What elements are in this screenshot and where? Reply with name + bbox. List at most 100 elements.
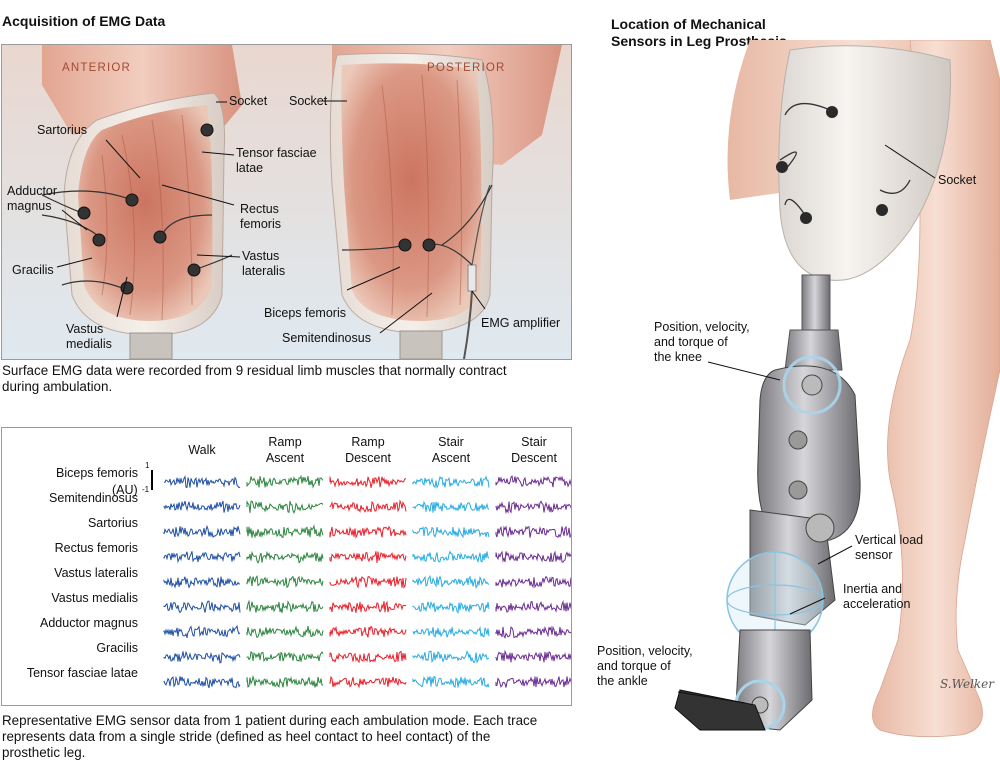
emg-trace — [163, 650, 241, 664]
emg-trace — [329, 499, 407, 513]
prosthesis-illustration — [674, 40, 1000, 738]
emg-trace — [163, 475, 241, 489]
emg-trace — [246, 674, 323, 688]
emg-trace — [412, 600, 490, 614]
emg-traces — [163, 474, 571, 689]
emg-trace — [412, 574, 490, 589]
electrode-vastus-lateralis — [187, 263, 201, 277]
emg-trace — [412, 525, 490, 539]
ankle-sensor-label: Position, velocity, and torque of the an… — [597, 644, 693, 688]
socket-label-prosthesis: Socket — [938, 173, 977, 187]
socket-label-anterior: Socket — [229, 94, 268, 108]
biceps-label: Biceps femoris — [264, 306, 346, 320]
electrode-adductor — [77, 206, 91, 220]
emg-trace — [163, 600, 241, 614]
posterior-label: POSTERIOR — [427, 62, 506, 74]
emg-trace — [163, 551, 241, 564]
muscle-row-label: Sartorius — [87, 516, 138, 530]
artist-signature: S.Welker — [940, 677, 995, 691]
scale-top: 1 — [145, 461, 150, 470]
electrode-biceps — [398, 238, 412, 252]
emg-amplifier-label: EMG amplifier — [481, 316, 561, 330]
electrode-adductor-2 — [92, 233, 106, 247]
muscle-row-label: Semitendinosus — [49, 491, 138, 505]
emg-trace — [246, 625, 324, 639]
emg-trace — [246, 550, 324, 564]
emg-trace — [412, 500, 490, 513]
muscle-row-label: Vastus lateralis — [54, 566, 138, 580]
sartorius-label: Sartorius — [37, 123, 88, 137]
socket-label-posterior: Socket — [289, 94, 328, 108]
emg-trace — [329, 525, 407, 539]
electrode-rectus — [153, 230, 167, 244]
emg-trace — [412, 550, 490, 564]
semitendinosus-label: Semitendinosus — [282, 331, 371, 345]
emg-trace — [163, 524, 241, 539]
electrode-semitendinosus — [422, 238, 436, 252]
muscle-row-label: Tensor fasciae latae — [26, 666, 138, 680]
knee-sensor-label: Position, velocity, and torque of the kn… — [654, 320, 750, 364]
gracilis-label: Gracilis — [12, 263, 54, 277]
vastus-medialis-label: Vastus medialis — [66, 322, 112, 351]
emg-trace — [495, 625, 571, 639]
emg-trace — [329, 600, 407, 613]
anterior-label: ANTERIOR — [62, 62, 132, 74]
muscle-row-label: Biceps femoris — [56, 466, 138, 480]
emg-trace — [495, 550, 571, 563]
emg-trace — [412, 650, 489, 664]
muscle-row-label: Rectus femoris — [54, 541, 138, 555]
electrode-sartorius — [125, 193, 139, 207]
emg-trace — [246, 650, 324, 663]
emg-trace — [329, 625, 407, 638]
emg-traces-caption: Representative EMG sensor data from 1 pa… — [2, 713, 538, 760]
emg-trace — [412, 625, 490, 638]
adductor-label: Adductor magnus — [7, 184, 58, 213]
muscle-row-label: Vastus medialis — [51, 591, 138, 605]
emg-acquisition-title: Acquisition of EMG Data — [2, 13, 166, 29]
emg-acquisition-caption: Surface EMG data were recorded from 9 re… — [2, 363, 507, 394]
scale-bottom: -1 — [142, 485, 150, 494]
scale-bar — [151, 470, 153, 490]
mode-header: Walk — [188, 443, 216, 457]
emg-trace — [163, 500, 241, 513]
emg-trace — [329, 675, 407, 689]
emg-trace — [329, 575, 407, 589]
sensors-title: Location of Mechanical Sensors in Leg Pr… — [611, 16, 787, 49]
muscle-row-label: Gracilis — [96, 641, 138, 655]
emg-trace — [163, 576, 241, 589]
emg-trace — [246, 599, 324, 614]
emg-trace — [163, 624, 241, 638]
emg-trace — [163, 675, 241, 689]
vertical-load-label: Vertical load sensor — [855, 533, 924, 562]
muscle-row-label: Adductor magnus — [40, 616, 138, 630]
emg-trace — [495, 575, 571, 589]
emg-trace — [412, 475, 490, 489]
inertia-label: Inertia and acceleration — [843, 582, 911, 611]
emg-trace — [329, 551, 407, 563]
emg-trace — [246, 499, 324, 515]
emg-trace — [412, 675, 490, 688]
emg-trace — [329, 650, 407, 664]
emg-trace — [495, 475, 571, 488]
emg-trace — [495, 676, 571, 688]
rectus-label: Rectus femoris — [240, 202, 281, 231]
emg-trace — [495, 500, 571, 515]
emg-trace — [246, 474, 324, 489]
tensor-label: Tensor fasciae latae — [236, 146, 317, 175]
emg-illustration-panel: ANTERIOR POSTERIOR Socket Socket Sartori… — [1, 44, 572, 360]
residual-limb-illustration — [2, 45, 571, 359]
emg-trace — [495, 649, 571, 663]
unit-label: (AU) — [112, 483, 138, 497]
emg-trace — [329, 476, 406, 488]
emg-trace — [495, 599, 571, 613]
emg-trace — [246, 524, 324, 539]
electrode-tensor — [200, 123, 214, 137]
vastus-lateralis-label: Vastus lateralis — [242, 249, 286, 278]
emg-trace — [246, 575, 324, 589]
emg-trace — [495, 525, 571, 539]
